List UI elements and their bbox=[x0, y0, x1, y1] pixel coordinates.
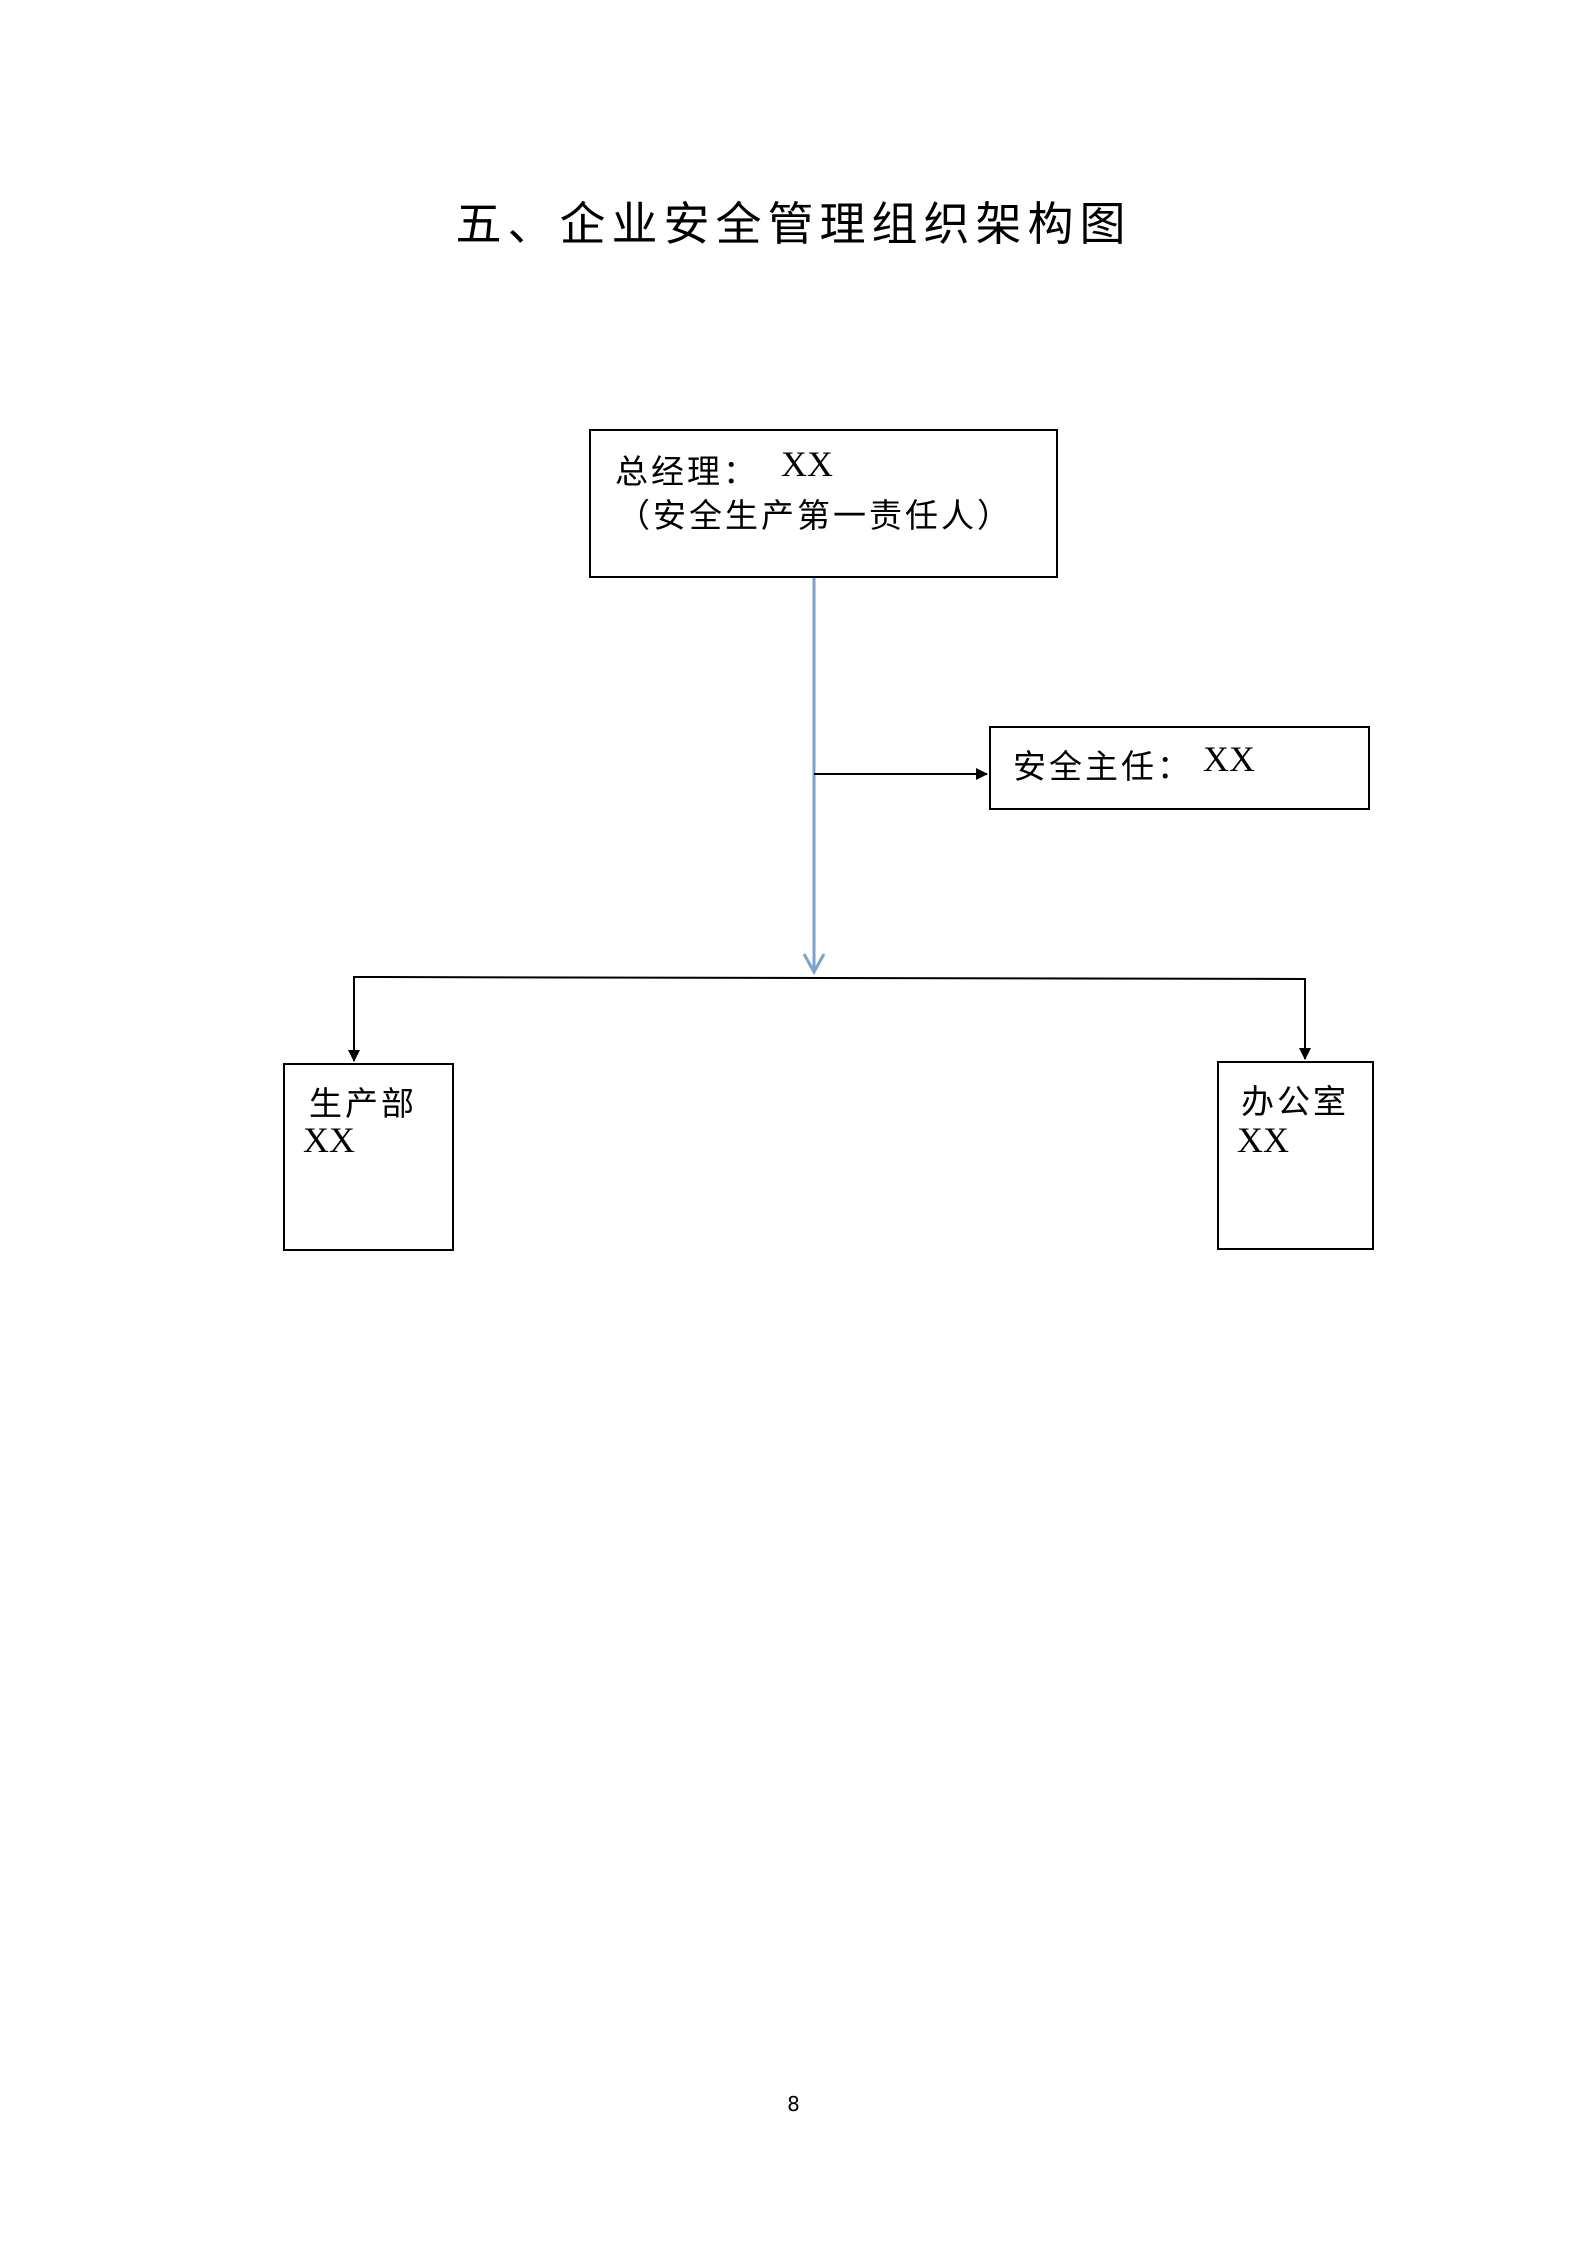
production-dept-box: 生产部 XX bbox=[283, 1063, 454, 1251]
office-role-label: 办公室 bbox=[1241, 1082, 1349, 1121]
production-dept-name: XX bbox=[303, 1120, 355, 1160]
general-manager-role-label: 总经理： bbox=[615, 452, 759, 491]
safety-director-name: XX bbox=[1203, 739, 1255, 779]
main-connector-arrowhead bbox=[802, 953, 826, 976]
page-number: 8 bbox=[787, 2092, 800, 2116]
general-manager-name: XX bbox=[781, 444, 833, 484]
page-title: 五、企业安全管理组织架构图 bbox=[455, 197, 1132, 251]
office-name: XX bbox=[1237, 1120, 1289, 1160]
production-dept-role-label: 生产部 bbox=[309, 1084, 417, 1123]
safety-director-role-label: 安全主任： bbox=[1013, 747, 1193, 786]
office-box: 办公室 XX bbox=[1217, 1061, 1374, 1250]
general-manager-box: 总经理： XX （安全生产第一责任人） bbox=[589, 429, 1058, 578]
horizontal-branch-line bbox=[353, 976, 1306, 980]
general-manager-note: （安全生产第一责任人） bbox=[617, 496, 1013, 535]
safety-director-box: 安全主任： XX bbox=[989, 726, 1370, 810]
